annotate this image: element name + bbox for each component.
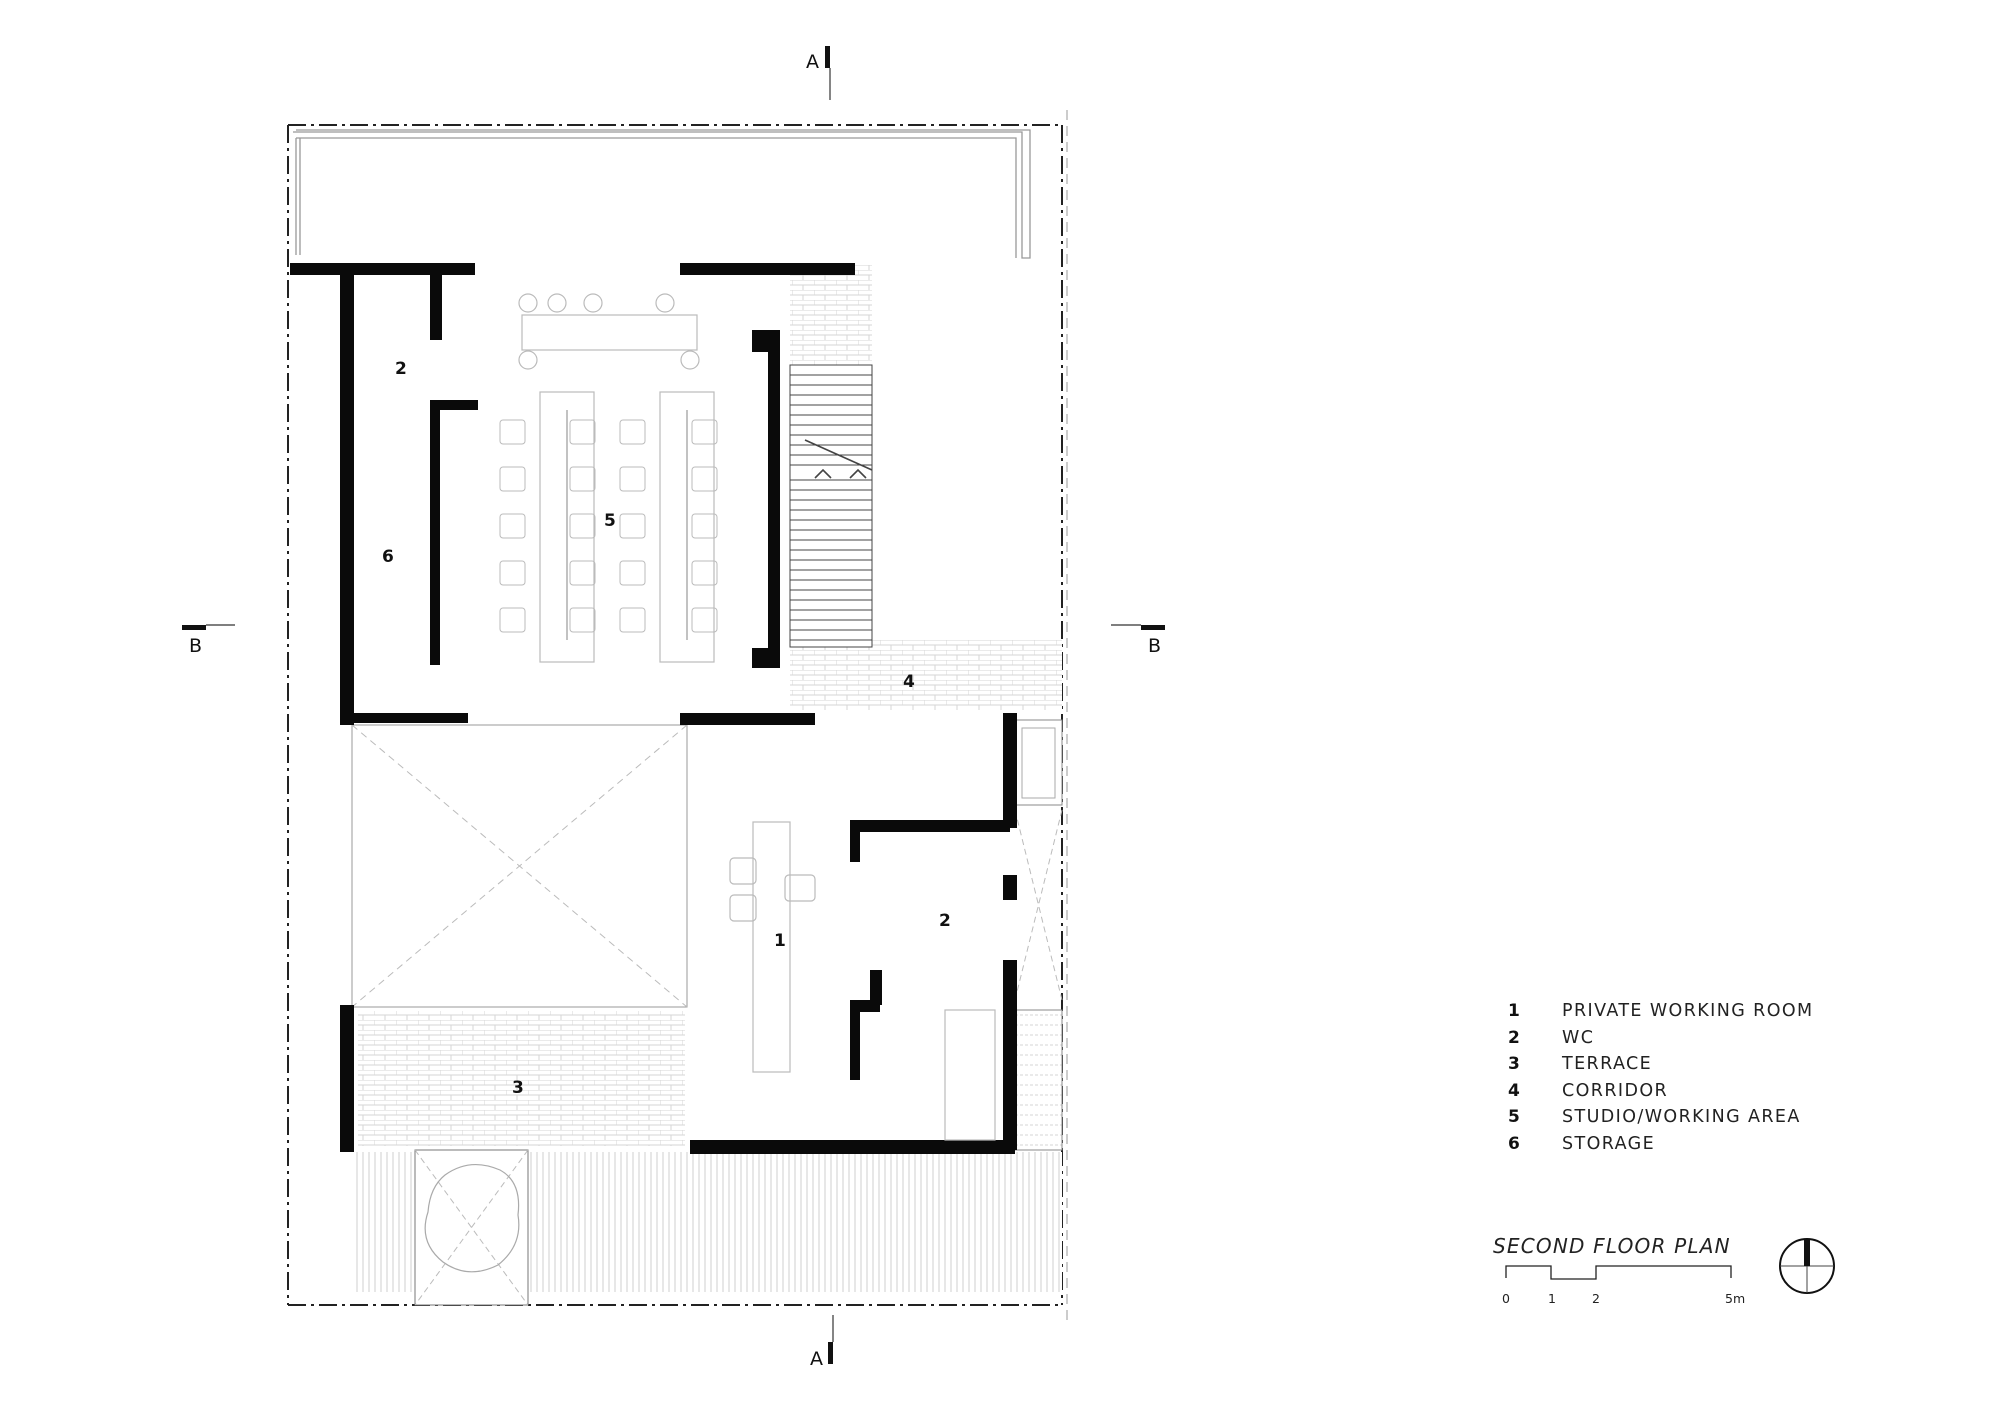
scale-bar xyxy=(1505,1265,1732,1280)
svg-text:B: B xyxy=(1148,635,1161,657)
staircase xyxy=(789,364,873,648)
room-label-2-lower: 2 xyxy=(939,911,951,931)
scale-tick-1: 1 xyxy=(1548,1291,1556,1306)
legend-number: 4 xyxy=(1508,1080,1520,1101)
corridor-floor xyxy=(790,640,1062,710)
walls xyxy=(290,263,1017,1154)
legend-number: 1 xyxy=(1508,1001,1520,1022)
roof-ledge xyxy=(293,129,1031,259)
section-marker-a-top: A xyxy=(806,46,831,100)
room-label-4: 4 xyxy=(903,672,915,692)
legend-number: 3 xyxy=(1508,1054,1520,1075)
svg-text:B: B xyxy=(189,635,202,657)
property-boundary xyxy=(287,124,1063,1306)
legend-number: 6 xyxy=(1508,1133,1520,1154)
legend-label: PRIVATE WORKING ROOM xyxy=(1562,1001,1814,1022)
legend-item: 1 PRIVATE WORKING ROOM xyxy=(1508,998,1814,1025)
svg-text:A: A xyxy=(806,51,819,73)
legend-item: 2 WC xyxy=(1508,1025,1814,1052)
legend-item: 4 CORRIDOR xyxy=(1508,1078,1814,1105)
scale-tick-0: 0 xyxy=(1502,1291,1510,1306)
legend-item: 6 STORAGE xyxy=(1508,1131,1814,1158)
svg-text:A: A xyxy=(810,1348,823,1370)
room-label-5: 5 xyxy=(604,511,616,531)
legend-label: CORRIDOR xyxy=(1562,1080,1669,1101)
room-label-6: 6 xyxy=(382,547,394,567)
section-marker-b-right: B xyxy=(1111,624,1165,657)
scale-tick-2: 2 xyxy=(1592,1291,1600,1306)
legend-label: WC xyxy=(1562,1027,1595,1048)
room-label-2-upper: 2 xyxy=(395,359,407,379)
legend-label: STORAGE xyxy=(1562,1133,1656,1154)
legend-label: STUDIO/WORKING AREA xyxy=(1562,1107,1801,1128)
tree-icon xyxy=(424,1164,520,1273)
drawing-title: SECOND FLOOR PLAN xyxy=(1493,1234,1731,1258)
room-legend: 1 PRIVATE WORKING ROOM 2 WC 3 TERRACE 4 … xyxy=(1508,998,1814,1157)
legend-number: 5 xyxy=(1508,1107,1520,1128)
legend-number: 2 xyxy=(1508,1027,1520,1048)
terrace-floor xyxy=(358,1011,685,1146)
chairs xyxy=(499,419,718,633)
legend-label: TERRACE xyxy=(1562,1054,1653,1075)
room-label-1: 1 xyxy=(774,931,786,951)
scale-tick-5m: 5m xyxy=(1725,1291,1746,1306)
section-marker-a-bottom: A xyxy=(810,1315,834,1370)
legend-item: 3 TERRACE xyxy=(1508,1051,1814,1078)
north-arrow-icon xyxy=(1779,1238,1835,1294)
studio-furniture xyxy=(518,293,715,663)
section-marker-b-left: B xyxy=(182,624,235,657)
private-room-furniture xyxy=(729,821,996,1141)
legend-item: 5 STUDIO/WORKING AREA xyxy=(1508,1104,1814,1131)
room-label-3: 3 xyxy=(512,1078,524,1098)
